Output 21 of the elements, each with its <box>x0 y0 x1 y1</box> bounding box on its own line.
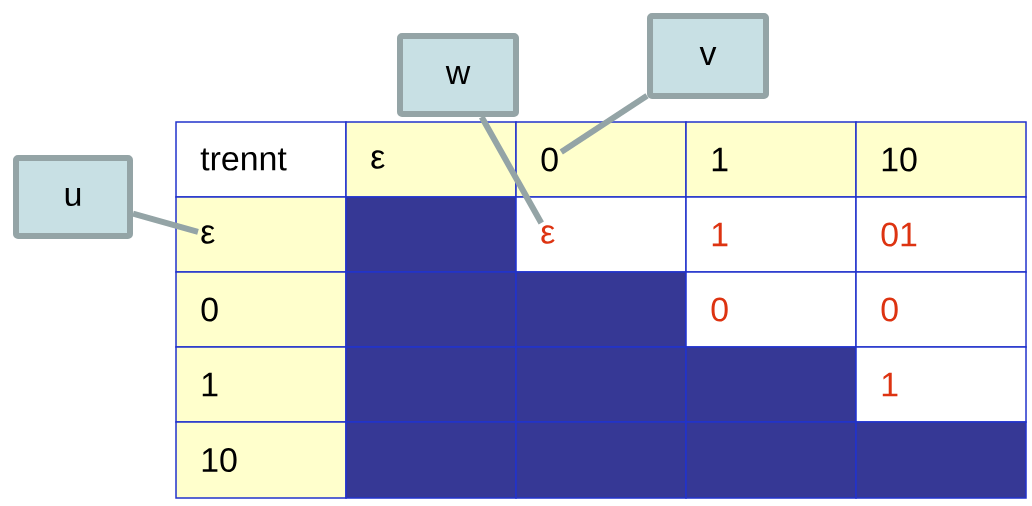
table-cell: 0 <box>175 271 347 348</box>
table-cell: 0 <box>685 271 857 348</box>
table-cell: 1 <box>685 121 857 198</box>
table-cell: 01 <box>855 196 1027 273</box>
table-cell: ε <box>515 196 687 273</box>
callout-box: v <box>647 13 769 99</box>
table-cell: 0 <box>855 271 1027 348</box>
callout-box: w <box>397 33 519 117</box>
table-cell: trennt <box>175 121 347 198</box>
table-cell: 10 <box>855 121 1027 198</box>
table-cell: ε <box>345 121 517 198</box>
leader-line <box>559 93 649 155</box>
table-cell: 1 <box>685 196 857 273</box>
table-cell: 10 <box>175 421 347 499</box>
leader-line <box>132 210 199 235</box>
callout-box: u <box>13 155 133 239</box>
leader-line <box>479 115 544 225</box>
table-cell: 0 <box>515 121 687 198</box>
table-cell: 1 <box>855 346 1027 423</box>
table-cell: ε <box>175 196 347 273</box>
table-cell: 1 <box>175 346 347 423</box>
